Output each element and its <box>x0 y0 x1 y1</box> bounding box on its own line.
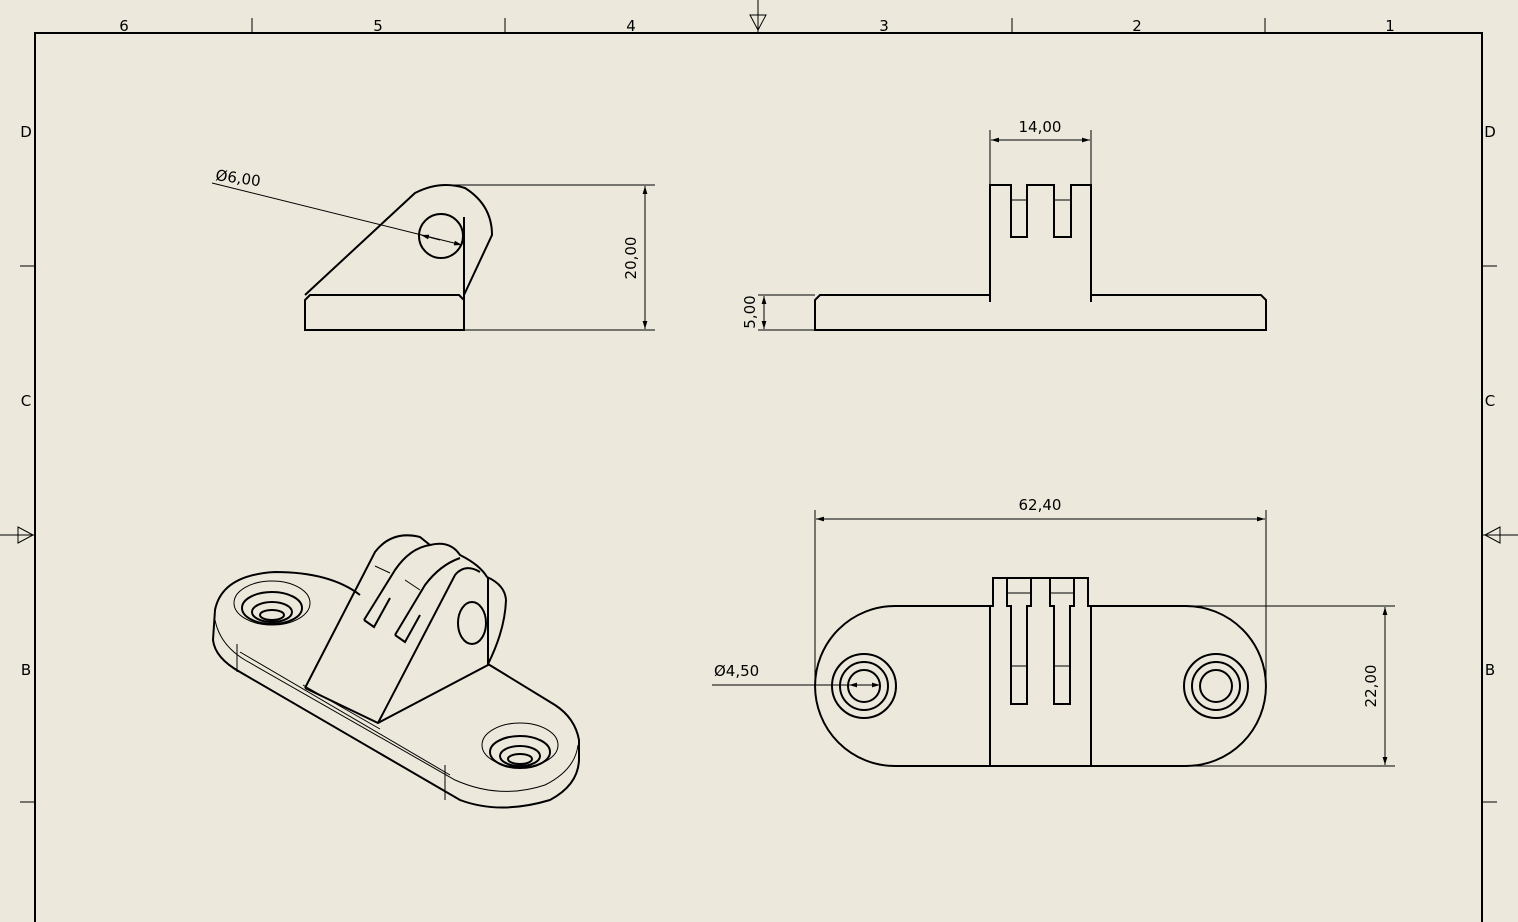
column-label: 3 <box>879 17 889 35</box>
row-label: B <box>1485 661 1495 679</box>
dimension-height: 20,00 <box>622 237 640 280</box>
row-label: D <box>1484 123 1496 141</box>
dimension-base-thickness: 5,00 <box>741 295 759 328</box>
dimension-hole-diameter: Ø6,00 <box>214 166 261 190</box>
dimension-hole-diameter: Ø4,50 <box>714 662 759 680</box>
column-label: 2 <box>1132 17 1142 35</box>
side-view: 20,00 Ø6,00 <box>211 166 655 331</box>
centering-marks <box>0 0 1518 544</box>
column-label: 6 <box>119 17 129 35</box>
dimension-width: 22,00 <box>1362 665 1380 708</box>
top-view: 62,40 22,00 Ø4,50 <box>712 496 1395 767</box>
dimension-length: 62,40 <box>1019 496 1062 514</box>
column-label: 4 <box>626 17 636 35</box>
zone-ticks <box>20 18 1497 803</box>
isometric-view <box>211 534 580 809</box>
row-label: C <box>1485 392 1495 410</box>
front-view: 14,00 5,00 <box>741 118 1267 331</box>
sheet-border <box>34 32 1483 922</box>
column-label: 5 <box>373 17 383 35</box>
row-label: C <box>21 392 31 410</box>
column-label: 1 <box>1385 17 1395 35</box>
row-label: B <box>21 661 31 679</box>
dimension-mount-width: 14,00 <box>1019 118 1062 136</box>
row-label: D <box>20 123 32 141</box>
